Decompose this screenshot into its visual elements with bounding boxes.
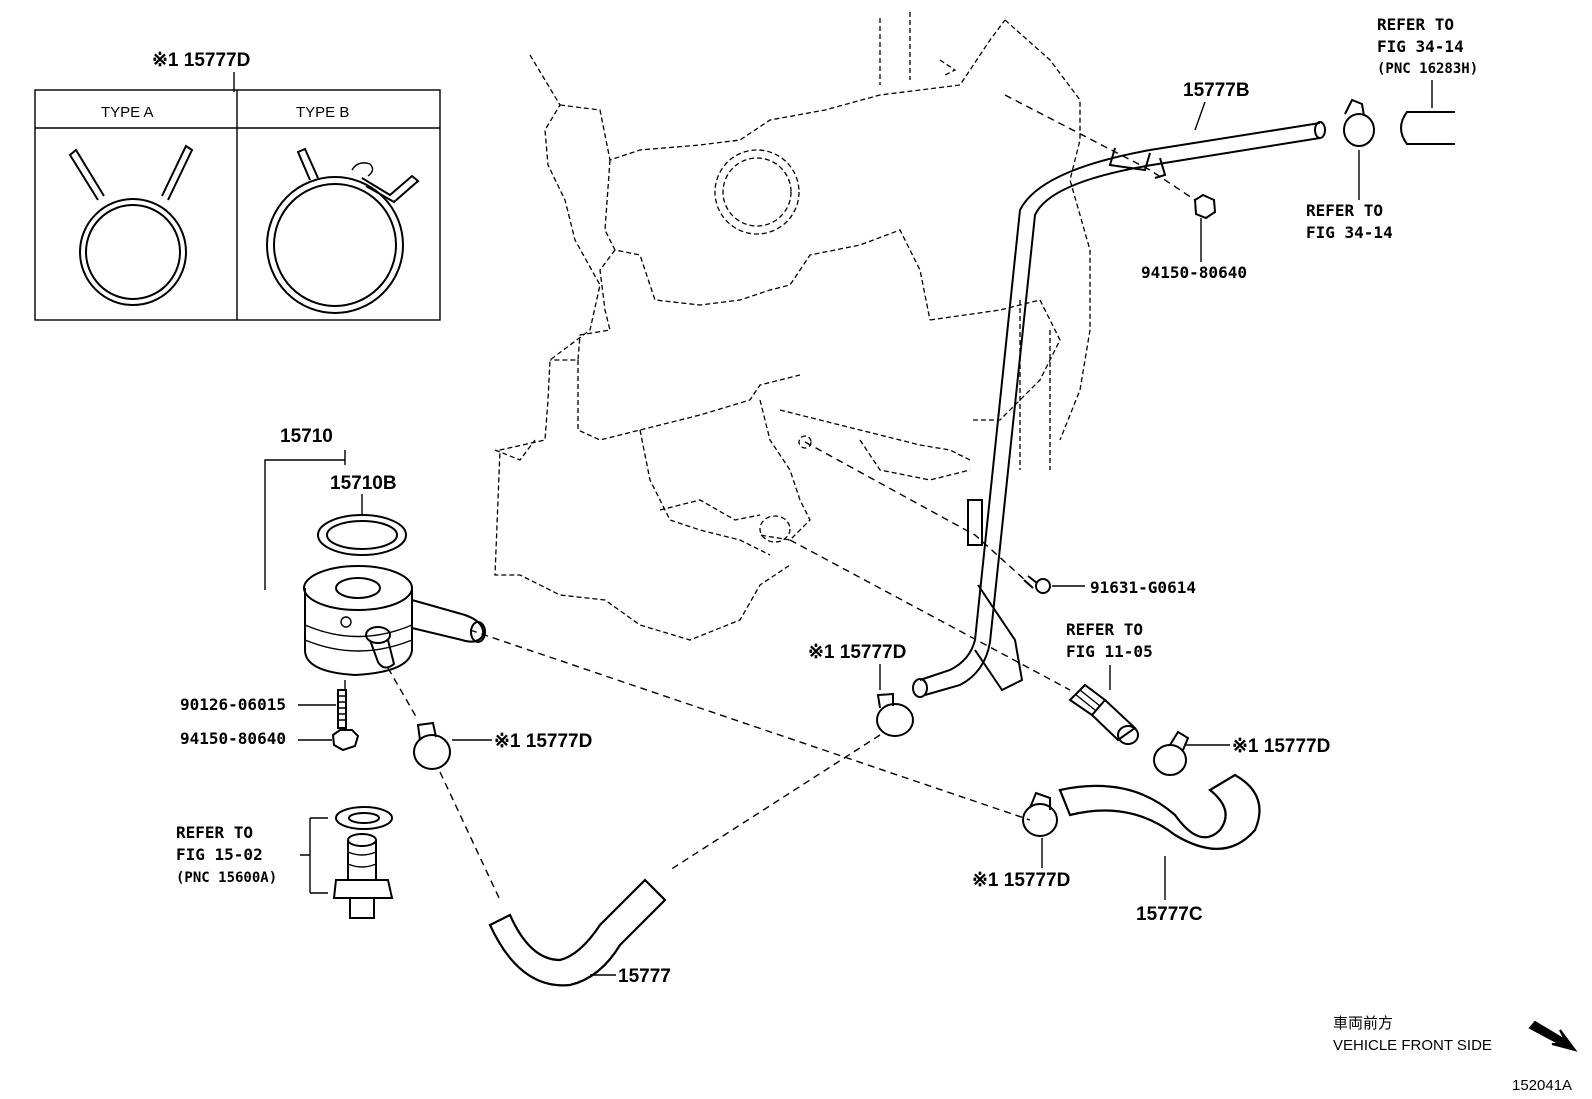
ref-34-14-mid-line2: FIG 34-14: [1306, 223, 1393, 242]
ref-fig-34-14-top: REFER TO FIG 34-14 (PNC 16283H): [1377, 15, 1478, 77]
ref-15-02-line1: REFER TO: [176, 823, 253, 842]
front-side-english: VEHICLE FRONT SIDE: [1333, 1037, 1492, 1054]
nut-94150-top-label: 94150-80640: [1141, 263, 1247, 282]
clamp-type-inset: ※1 15777D TYPE A TYPE B: [34, 50, 441, 321]
ref-34-14-top-line1: REFER TO: [1377, 15, 1454, 34]
hose-15777: 15777: [488, 878, 671, 987]
ref-34-14-top-line2: FIG 34-14: [1377, 37, 1464, 56]
type-b-label: TYPE B: [296, 104, 349, 121]
oil-pipe-15777b: 15777B: [912, 80, 1326, 698]
ref-15-02-line2: FIG 15-02: [176, 845, 263, 864]
clamp-right-group: ※1 15777D: [1153, 730, 1330, 776]
ref-11-05-line1: REFER TO: [1066, 620, 1143, 639]
clamp-bottom-group: ※1 15777D: [469, 629, 1070, 891]
clamp-left-label: ※1 15777D: [494, 731, 592, 752]
part-15710-label: 15710: [280, 426, 333, 447]
washer-icon: [335, 806, 393, 830]
part-15777c-label: 15777C: [1136, 904, 1203, 925]
clamp-left-group: ※1 15777D: [387, 667, 592, 901]
engine-block-outline: [494, 12, 1091, 641]
figure-number: 152041A: [1512, 1077, 1572, 1094]
flange-bolt-icon: [1023, 575, 1051, 594]
type-b-clamp-icon: [266, 147, 420, 314]
stud-bolt-icon: [337, 689, 347, 729]
type-a-clamp-icon: [68, 144, 194, 306]
bolt-91631-label: 91631-G0614: [1090, 578, 1196, 597]
hose-end-16283h-icon: [1400, 80, 1455, 145]
hose-15777c: 15777C: [1058, 773, 1261, 925]
fitting-fig-11-05-group: REFER TO FIG 11-05: [789, 539, 1153, 745]
hose-fitting-icon: [1068, 683, 1139, 745]
clamp-left-icon: [413, 721, 451, 770]
inset-label: ※1 15777D: [152, 50, 250, 71]
front-arrow-icon: [1528, 1020, 1578, 1052]
clamp-top-right-icon: [1343, 98, 1375, 147]
front-side-japanese: 車両前方: [1333, 1015, 1393, 1032]
nut-94150-left-label: 94150-80640: [180, 729, 286, 748]
gasket-15710b-icon: [317, 514, 407, 556]
oil-filter-union-group: REFER TO FIG 15-02 (PNC 15600A): [176, 806, 394, 919]
clamp-mid-icon: [876, 692, 914, 737]
type-a-label: TYPE A: [101, 104, 154, 121]
part-15710b-label: 15710B: [330, 473, 397, 494]
clamp-right-icon: [1153, 730, 1190, 776]
clamp-mid-label: ※1 15777D: [808, 642, 906, 663]
ref-11-05-line2: FIG 11-05: [1066, 642, 1153, 661]
part-15777-label: 15777: [618, 966, 671, 987]
oil-cooler-15710-icon: [303, 565, 486, 677]
bolt-90126-group: 90126-06015 94150-80640: [180, 689, 360, 752]
part-15777b-label: 15777B: [1183, 80, 1250, 101]
clamp-mid-group: ※1 15777D: [669, 642, 914, 871]
bolt-90126-label: 90126-06015: [180, 695, 286, 714]
nut-top-icon: [1193, 193, 1217, 220]
ref-34-14-top-line3: (PNC 16283H): [1377, 61, 1478, 77]
ref-15-02-line3: (PNC 15600A): [176, 870, 277, 886]
clamp-right-label: ※1 15777D: [1232, 736, 1330, 757]
union-bolt-icon: [332, 833, 394, 919]
vehicle-front-side-indicator: 車両前方 VEHICLE FRONT SIDE: [1333, 1015, 1578, 1054]
nut-left-icon: [331, 729, 360, 752]
ref-fig-15-02: REFER TO FIG 15-02 (PNC 15600A): [176, 823, 277, 886]
clamp-bottom-label: ※1 15777D: [972, 870, 1070, 891]
bolt-91631-group: 91631-G0614: [804, 441, 1196, 597]
clamp-bottom-icon: [1022, 791, 1058, 837]
oil-cooler-assembly: 15710 15710B: [264, 426, 486, 690]
ref-34-14-mid-line1: REFER TO: [1306, 201, 1383, 220]
ref-fig-11-05: REFER TO FIG 11-05: [1066, 620, 1153, 661]
ref-fig-34-14-mid: REFER TO FIG 34-14: [1306, 150, 1393, 242]
nut-94150-top-group: 94150-80640: [1004, 94, 1247, 282]
